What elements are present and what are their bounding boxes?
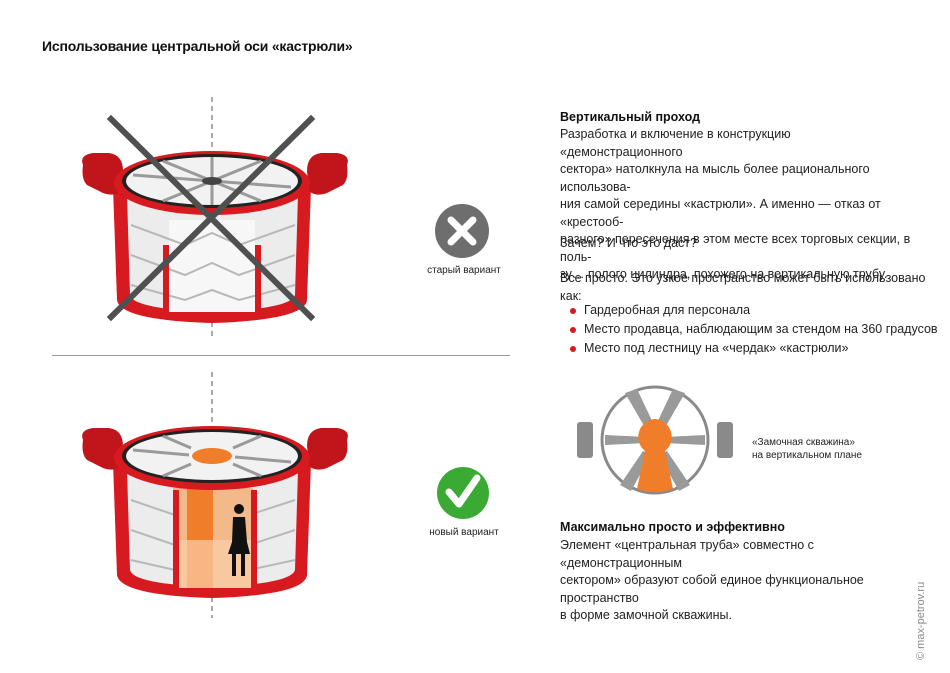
max-simple-heading: Максимально просто и эффективно	[560, 520, 785, 534]
max-simple-text: Элемент «центральная труба» совместно с …	[560, 538, 864, 622]
vertical-passage-heading: Вертикальный проход	[560, 110, 701, 124]
new-variant-caption: новый вариант	[429, 527, 499, 538]
list-item: Гардеробная для персонала	[563, 303, 938, 322]
site-credit: © max-petrov.ru	[915, 581, 927, 660]
list-item: Место продавца, наблюдающим за стендом н…	[563, 322, 938, 341]
checkmark-icon	[437, 467, 489, 519]
new-pot-illustration	[82, 372, 348, 618]
usage-list: Гардеробная для персонала Место продавца…	[563, 303, 938, 360]
vertical-passage-text: Разработка и включение в конструкцию «де…	[560, 127, 911, 281]
question-text: Зачем? И что это даст?	[560, 236, 697, 250]
section-divider	[52, 355, 510, 356]
cross-icon	[435, 204, 489, 258]
old-variant-caption: старый вариант	[427, 265, 501, 276]
keyhole-caption: «Замочная скважина» на вертикальном план…	[752, 437, 862, 461]
intro-text: Все просто. Это узкое пространство может…	[560, 271, 926, 303]
list-item: Место под лестницу на «чердак» «кастрюли…	[563, 341, 938, 360]
page-title: Использование центральной оси «кастрюли»	[42, 38, 353, 54]
keyhole-plan-diagram	[577, 385, 733, 495]
old-pot-illustration	[82, 97, 348, 338]
